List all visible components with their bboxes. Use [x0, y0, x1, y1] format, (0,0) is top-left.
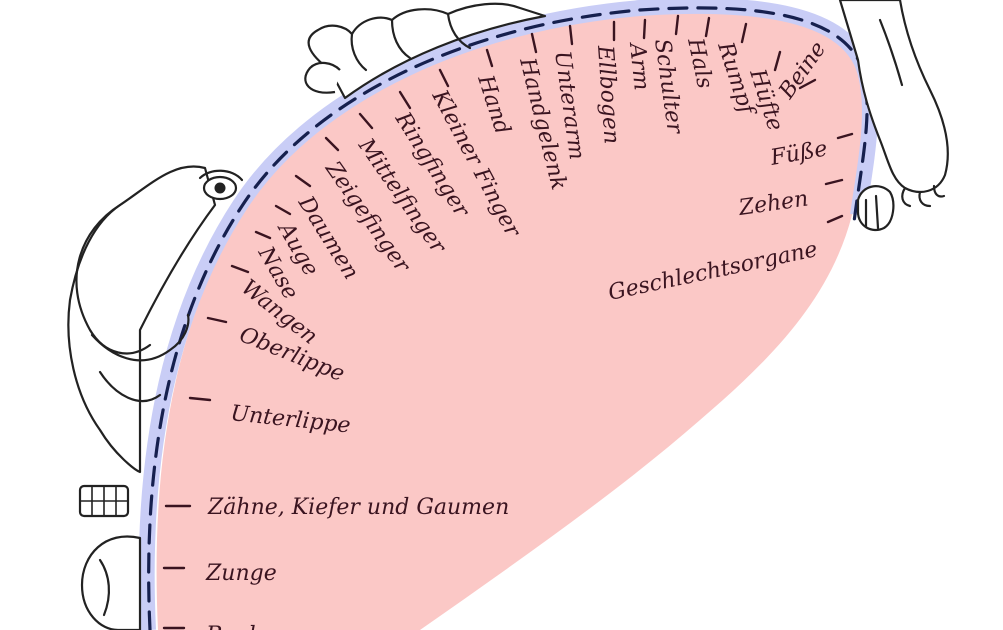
tick-wangen	[230, 264, 250, 274]
label-zaehne: Zähne, Kiefer und Gaumen	[207, 495, 509, 520]
tick-schulter	[674, 14, 680, 36]
tick-kleiner-finger	[438, 68, 450, 88]
tick-zeigefinger	[324, 136, 340, 152]
tick-oberlippe	[206, 316, 228, 324]
label-zunge: Zunge	[205, 561, 277, 586]
tongue-icon	[80, 535, 142, 630]
tick-unterarm	[568, 24, 574, 46]
tick-hand	[485, 48, 494, 68]
homunculus-face-sketch	[67, 165, 244, 630]
tick-hals	[704, 16, 711, 38]
eye-icon	[198, 169, 244, 201]
tick-beine	[798, 78, 817, 90]
tick-zehen	[824, 178, 844, 186]
label-rachen: Rachen	[205, 623, 290, 630]
tick-daumen	[294, 174, 312, 188]
tick-fuesse	[836, 132, 854, 140]
tick-unterlippe	[188, 396, 212, 402]
tick-huefte	[773, 50, 782, 72]
tick-ringfinger	[398, 90, 412, 110]
tick-handgelenk	[530, 32, 538, 54]
label-arm: Arm	[624, 40, 654, 92]
homunculus-hand-sketch	[304, 2, 547, 100]
tick-nase	[254, 230, 272, 240]
tick-geschlechtsorgane	[826, 214, 844, 224]
label-ticks	[162, 14, 854, 630]
tick-rumpf	[740, 22, 748, 44]
tick-auge	[274, 204, 292, 216]
tick-arm	[642, 18, 647, 40]
homunculus-legs-sketch	[838, 0, 949, 232]
teeth-icon	[78, 484, 130, 518]
tick-mittelfinger	[358, 112, 374, 130]
cortex-region	[156, 11, 867, 630]
